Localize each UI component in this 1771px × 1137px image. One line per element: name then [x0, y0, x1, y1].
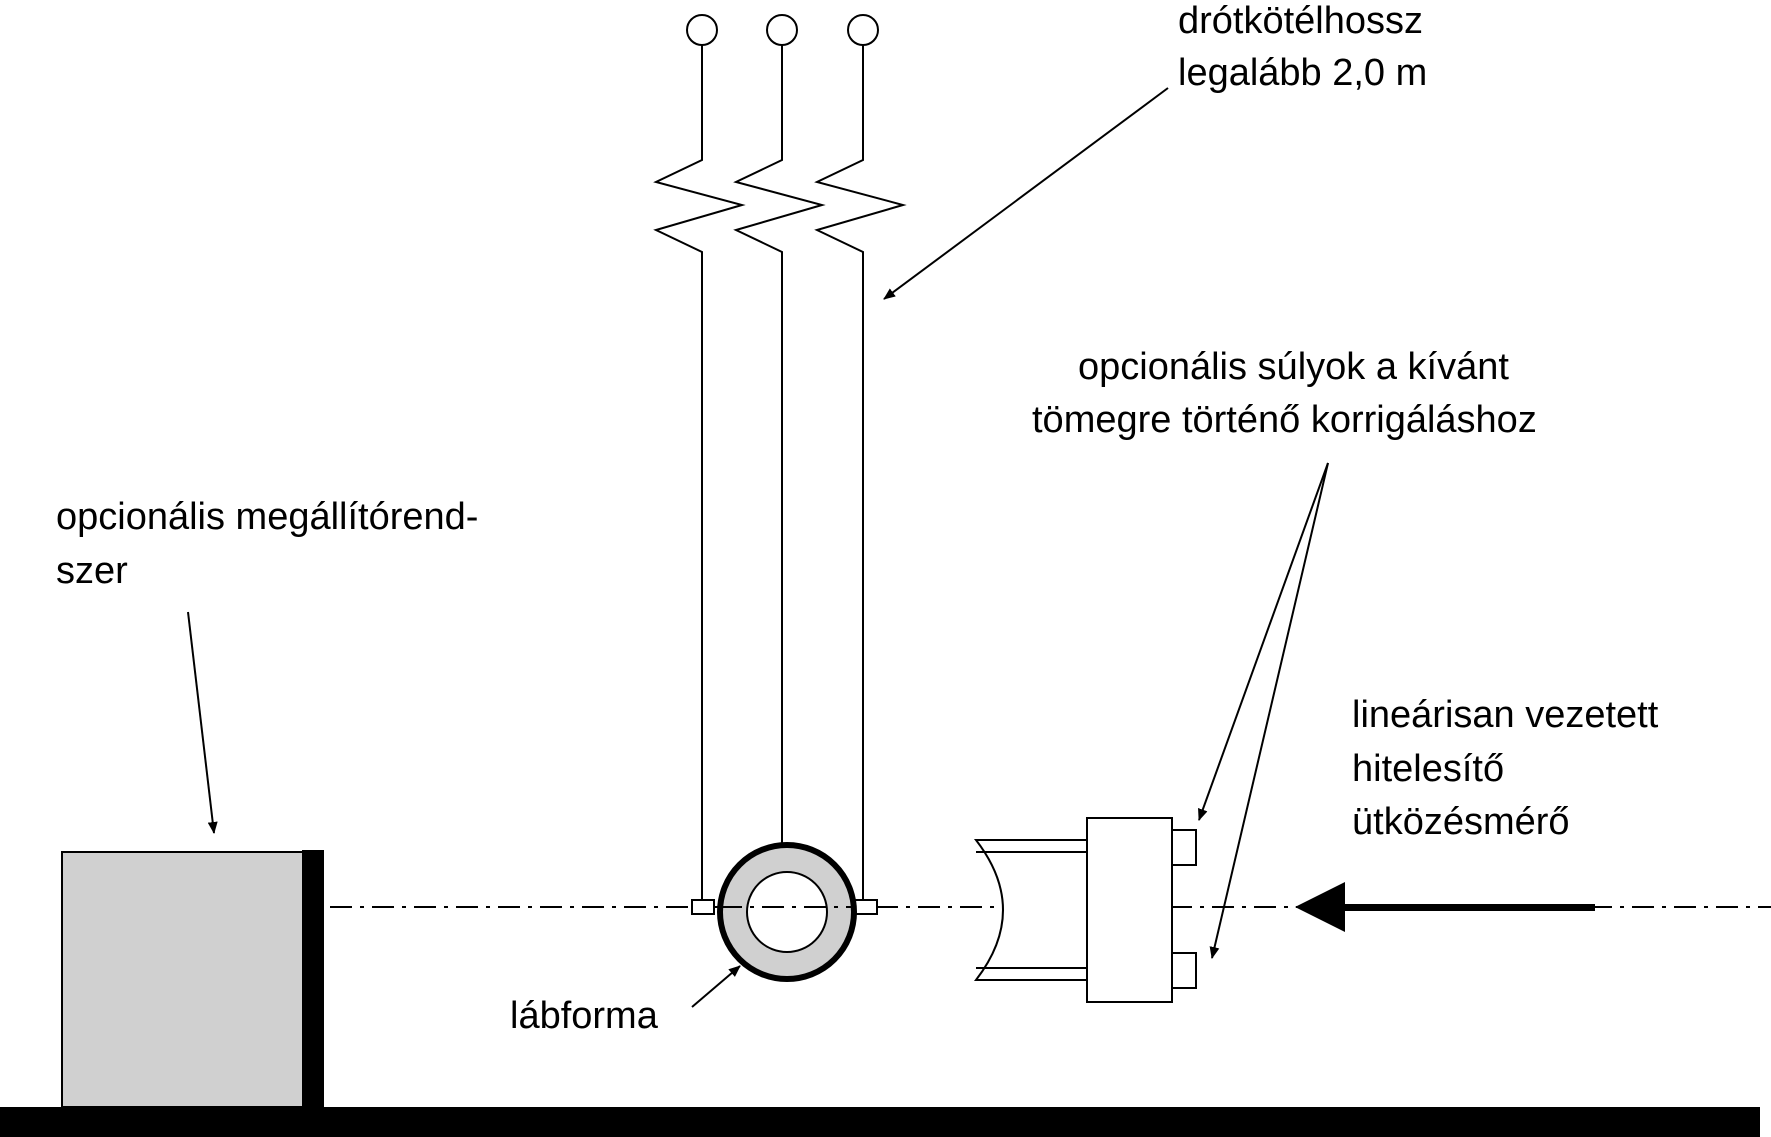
wire-length-label-line2: legalább 2,0 m	[1178, 52, 1427, 94]
ground-bar	[0, 1107, 1760, 1137]
impactor-label-line1: lineárisan vezetett	[1352, 694, 1659, 736]
weights-leader-top	[1198, 462, 1329, 821]
impactor-label-line3: ütközésmérő	[1352, 801, 1570, 843]
legform-label: lábforma	[510, 995, 659, 1037]
wire-anchor-3	[847, 14, 879, 46]
stopping-system-leader	[187, 611, 218, 834]
wire-rope-1	[653, 45, 746, 905]
legform-inner-core	[746, 871, 828, 953]
stopping-system-label-line2: szer	[56, 550, 128, 592]
wire-rope-2	[733, 45, 826, 910]
legform-bracket-right	[854, 899, 878, 915]
weights-label-line1: opcionális súlyok a kívánt	[1078, 346, 1509, 388]
wire-anchor-1	[686, 14, 718, 46]
stopping-system-label-line1: opcionális megállítórend-	[56, 496, 478, 538]
weights-label-line2: tömegre történő korrigáláshoz	[1032, 399, 1537, 441]
legform	[691, 842, 878, 982]
impactor-label-line2: hitelesítő	[1352, 748, 1504, 790]
optional-weight-top	[1171, 829, 1197, 866]
stopping-system-box	[61, 851, 305, 1108]
impactor	[973, 817, 1197, 1003]
impactor-body	[1086, 817, 1173, 1003]
impact-direction-arrow	[1295, 882, 1595, 932]
wire-ropes	[653, 14, 907, 910]
legform-leader	[691, 965, 741, 1008]
impactor-head	[973, 839, 1088, 981]
legform-bracket-left	[691, 899, 715, 915]
weights-leader-bottom	[1209, 462, 1329, 959]
wire-rope-3	[814, 45, 907, 905]
wire-anchor-2	[766, 14, 798, 46]
wire-length-leader	[883, 87, 1169, 300]
wire-length-label-line1: drótkötélhossz	[1178, 0, 1423, 42]
stopping-system-plate	[302, 850, 324, 1107]
optional-weight-bottom	[1171, 952, 1197, 989]
